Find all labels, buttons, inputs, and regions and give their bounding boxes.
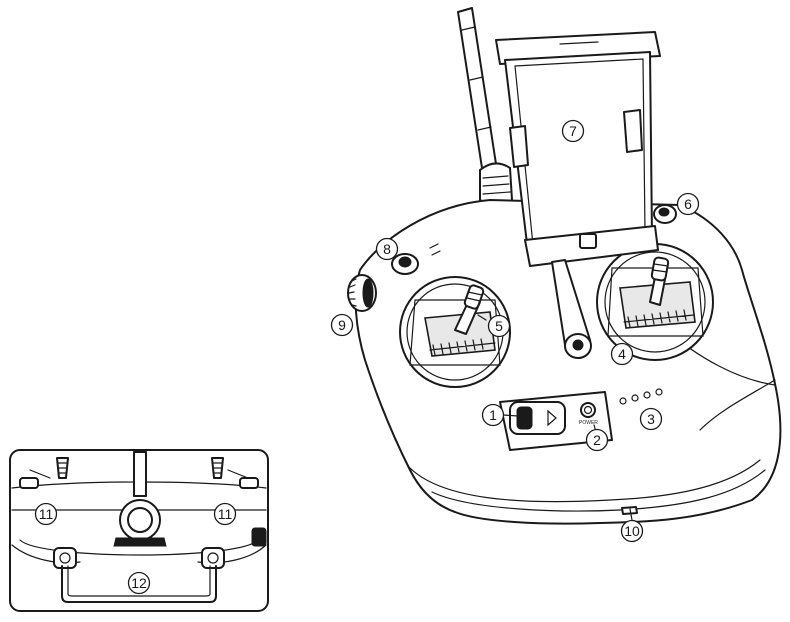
bottom-port [621, 506, 638, 515]
inset-side-port [251, 527, 267, 547]
inset-handle [53, 547, 225, 603]
svg-text:3: 3 [647, 411, 655, 427]
callout-7: 7 [561, 119, 585, 143]
inset-antenna-mount [113, 451, 167, 547]
callout-6: 6 [676, 192, 700, 216]
callout-3: 3 [639, 407, 663, 431]
inset-shoulder-knobs [19, 457, 259, 489]
battery-leds [619, 388, 663, 405]
svg-text:2: 2 [593, 432, 601, 448]
left-shoulder-switch [391, 243, 441, 275]
svg-text:8: 8 [383, 241, 391, 257]
callout-9: 9 [330, 313, 354, 337]
mobile-device-holder [495, 31, 661, 359]
callout-1: 1 [481, 403, 505, 427]
svg-text:6: 6 [684, 196, 692, 212]
button-panel: POWER [499, 391, 613, 451]
controller-rear-inset [9, 449, 269, 612]
callout-11-left: 11 [34, 502, 58, 526]
svg-text:5: 5 [495, 318, 503, 334]
svg-text:10: 10 [624, 523, 640, 539]
svg-text:7: 7 [569, 123, 577, 139]
svg-text:11: 11 [39, 506, 54, 522]
callout-4: 4 [610, 342, 634, 366]
antenna [457, 7, 513, 206]
power-label: POWER [579, 420, 598, 426]
controller-main-view: POWER [347, 7, 782, 525]
callout-10: 10 [620, 519, 644, 543]
shell-seam [407, 459, 761, 503]
svg-text:1: 1 [489, 407, 497, 423]
right-stick-gimbal [596, 243, 714, 361]
svg-text:12: 12 [131, 575, 147, 591]
callout-2: 2 [585, 428, 609, 452]
callout-11-right: 11 [213, 502, 237, 526]
callout-8: 8 [375, 237, 399, 261]
right-shoulder-switch [653, 204, 677, 224]
svg-text:9: 9 [338, 317, 346, 333]
svg-text:4: 4 [618, 346, 626, 362]
left-dial-wheel [347, 274, 377, 312]
callout-12: 12 [127, 571, 151, 595]
left-stick-gimbal [399, 276, 511, 388]
callout-5: 5 [487, 314, 511, 338]
svg-text:11: 11 [218, 506, 233, 522]
